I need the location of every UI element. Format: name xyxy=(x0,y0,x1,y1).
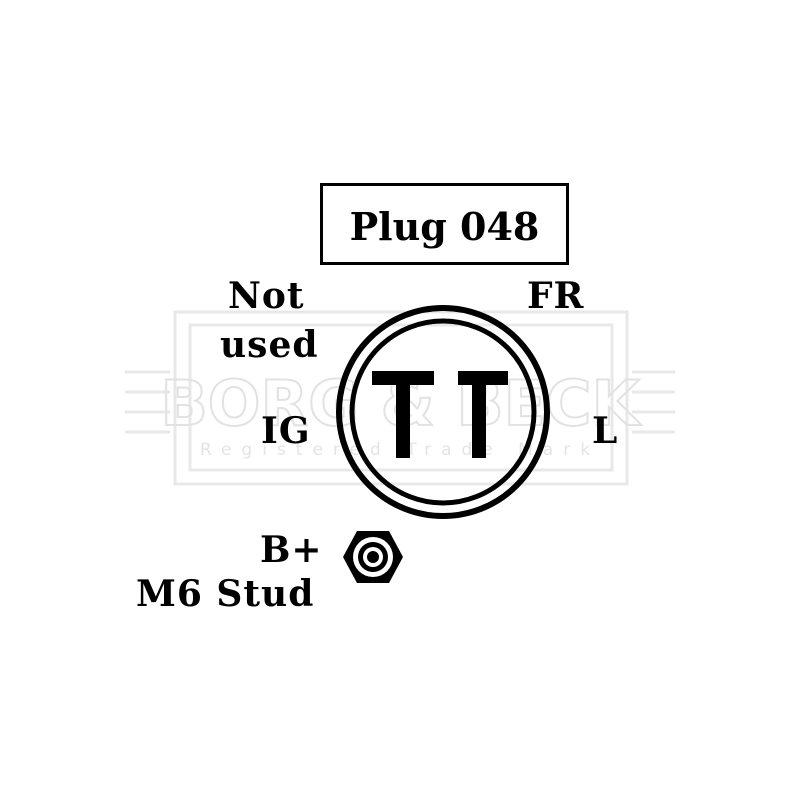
label-b-plus: B+ xyxy=(260,529,323,571)
label-ig: IG xyxy=(261,410,311,452)
label-used: used xyxy=(220,324,319,366)
label-fr: FR xyxy=(527,275,585,317)
pin-right-stem xyxy=(472,385,486,458)
label-m6-stud: M6 Stud xyxy=(136,573,315,615)
plug-label: Plug 048 xyxy=(349,204,540,249)
plug-connector-icon xyxy=(336,305,550,519)
pin-left-bar xyxy=(372,371,434,385)
hex-nut-icon xyxy=(343,531,403,583)
label-l: L xyxy=(592,410,619,452)
pin-right-bar xyxy=(458,371,508,385)
plug-label-box: Plug 048 xyxy=(320,183,569,265)
label-not: Not xyxy=(228,275,305,317)
pin-left-stem xyxy=(396,385,410,458)
